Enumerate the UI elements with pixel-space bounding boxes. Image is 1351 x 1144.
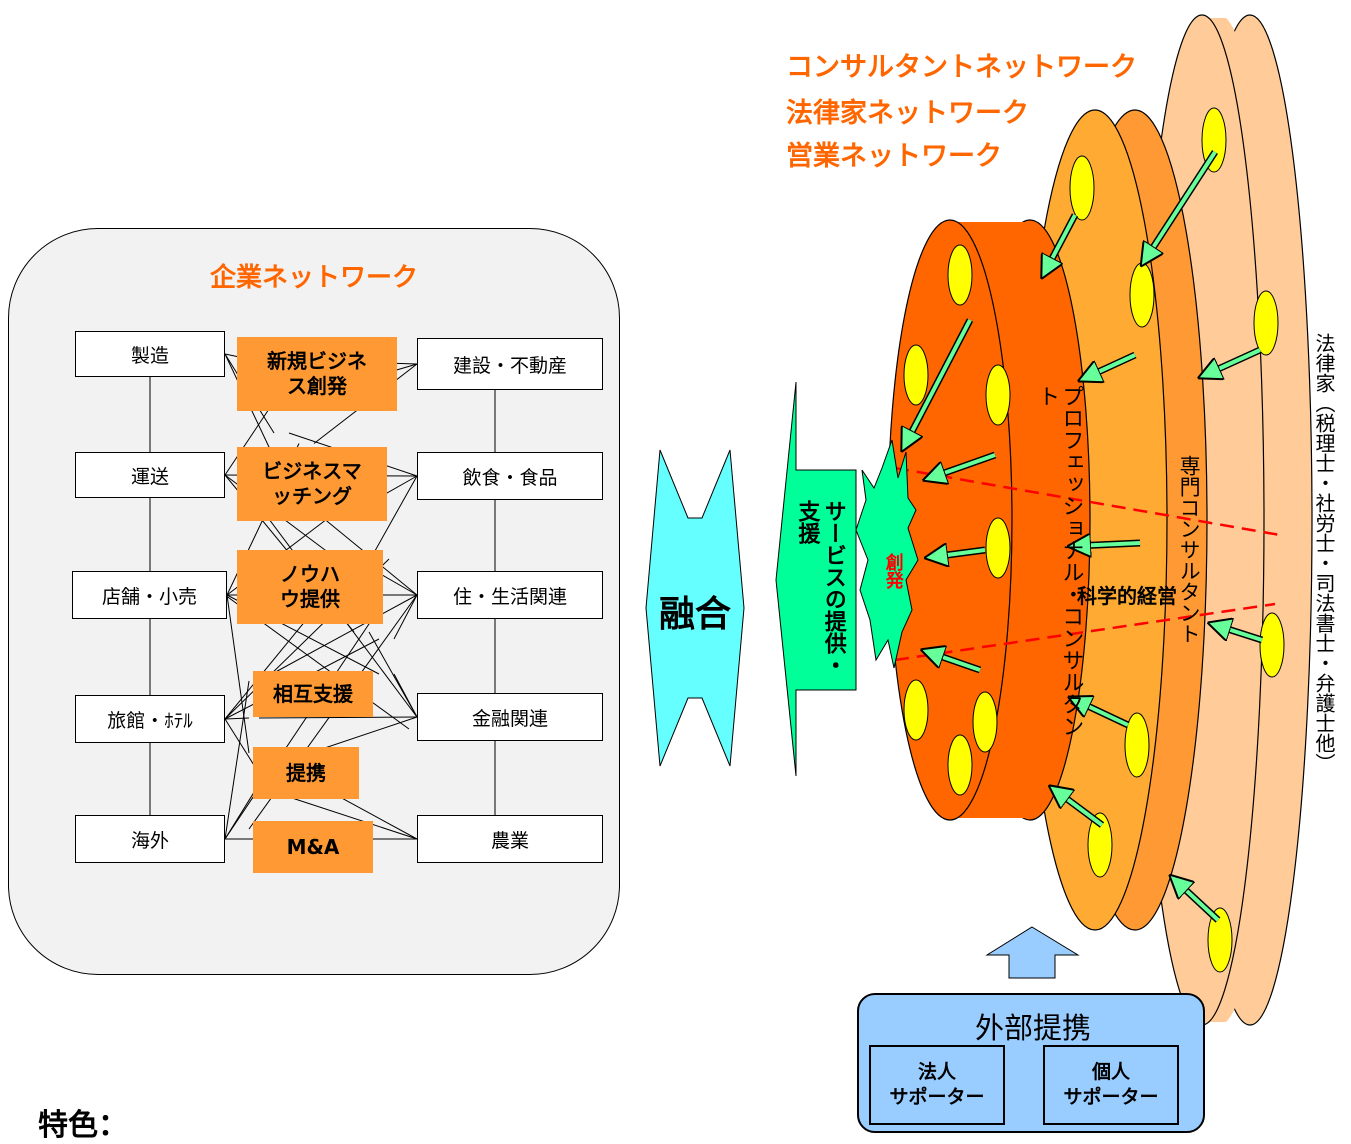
fusion-shape bbox=[645, 449, 745, 767]
green-arrows bbox=[905, 150, 1263, 922]
network-discs bbox=[855, 14, 1313, 1026]
specialist-consultant-label: 専門コンサルタント bbox=[1177, 455, 1202, 644]
service-provision-shape bbox=[775, 381, 857, 777]
up-arrow-icon bbox=[985, 926, 1080, 979]
service-box-knowhow: ノウハウ提供 bbox=[237, 550, 383, 624]
heading-lawyer-network: 法律家ネットワーク bbox=[786, 98, 1029, 129]
industry-box-living: 住・生活関連 bbox=[417, 571, 603, 619]
service-box-matching: ビジネスマッチング bbox=[237, 447, 387, 521]
node-ellipses bbox=[903, 107, 1285, 973]
external-alliance-title: 外部提携 bbox=[974, 1011, 1091, 1045]
service-box-new-business: 新規ビジネス創発 bbox=[237, 337, 397, 411]
corporate-network-title: 企業ネットワーク bbox=[209, 263, 418, 293]
service-box-ma: M&A bbox=[253, 821, 373, 873]
industry-box-retail: 店舗・小売 bbox=[72, 571, 227, 619]
features-label: 特色： bbox=[38, 1108, 128, 1143]
heading-consultant-network: コンサルタントネットワーク bbox=[786, 52, 1137, 83]
industry-box-construction: 建設・不動産 bbox=[417, 338, 603, 390]
heading-sales-network: 営業ネットワーク bbox=[786, 141, 1002, 172]
industry-box-manufacturing: 製造 bbox=[75, 331, 225, 377]
industry-box-finance: 金融関連 bbox=[417, 693, 603, 741]
creation-starburst bbox=[855, 439, 919, 669]
scientific-management-label: 科学的経営 bbox=[1077, 584, 1177, 608]
creation-label: 創発 bbox=[882, 553, 904, 589]
external-alliance-box: 外部提携 法人 サポーター 個人 サポーター bbox=[857, 993, 1205, 1133]
corporate-supporter-box: 法人 サポーター bbox=[869, 1045, 1005, 1125]
professional-consultant-label: プロフェッショナル・コンサルタント bbox=[1034, 385, 1084, 737]
service-box-mutual-support: 相互支援 bbox=[253, 671, 373, 717]
service-provision-label: サービスの提供・支援 bbox=[794, 500, 846, 676]
service-box-alliance: 提携 bbox=[253, 747, 359, 799]
industry-box-overseas: 海外 bbox=[75, 815, 225, 863]
industry-box-transport: 運送 bbox=[75, 452, 225, 498]
fusion-label: 融合 bbox=[658, 594, 731, 635]
individual-supporter-box: 個人 サポーター bbox=[1043, 1045, 1179, 1125]
red-dashed-line-lower bbox=[894, 602, 1276, 662]
corporate-network-panel: 企業ネットワーク 製造 運送 店舗・小売 旅館・ﾎﾃﾙ 海外 建設・不動産 飲食… bbox=[8, 228, 620, 975]
industry-box-food: 飲食・食品 bbox=[417, 452, 603, 500]
industry-box-hotel: 旅館・ﾎﾃﾙ bbox=[75, 695, 225, 743]
industry-box-agriculture: 農業 bbox=[417, 815, 603, 863]
lawyer-label: 法律家（税理士・社労士・司法書士・弁護士他） bbox=[1312, 333, 1336, 773]
